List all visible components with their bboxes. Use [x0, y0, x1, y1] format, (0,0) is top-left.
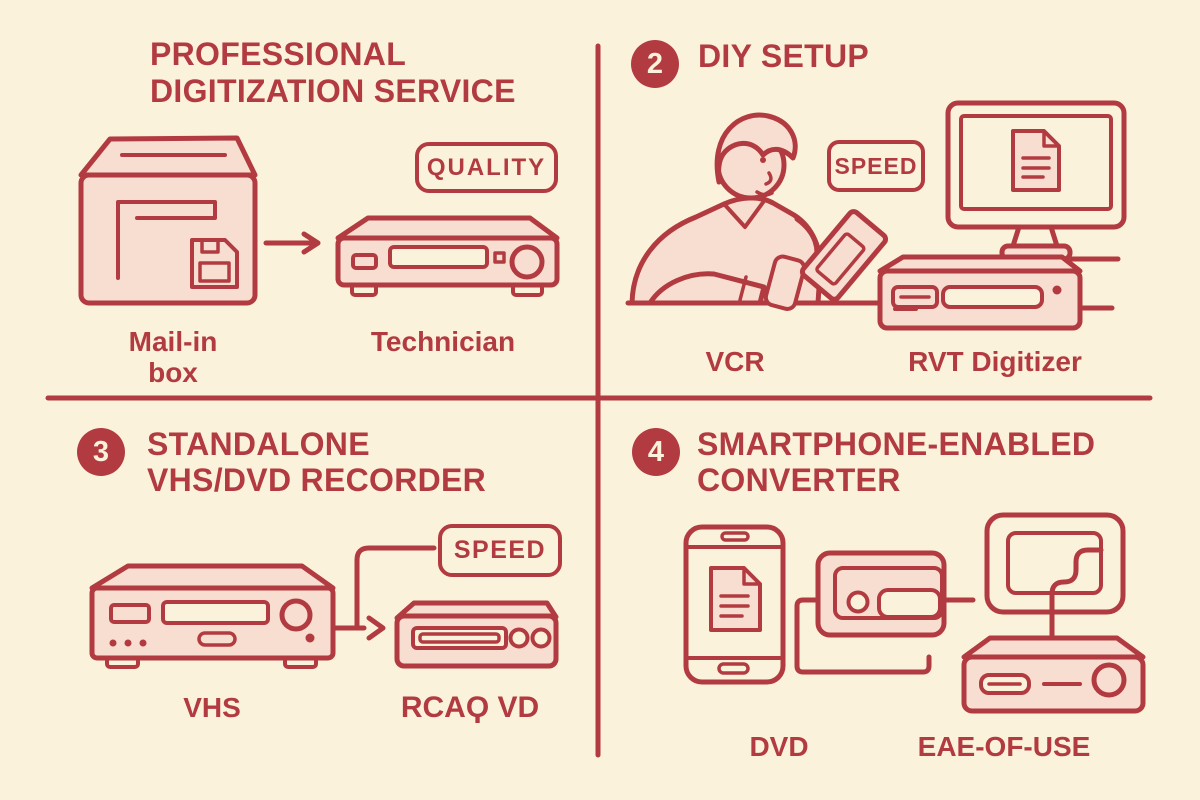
q1-left-label: Mail-in box	[128, 326, 218, 388]
q3-speed-tag-label: SPEED	[453, 536, 547, 564]
vcr-deck-icon	[335, 215, 560, 297]
q2-step-badge: 2	[631, 40, 679, 88]
video-digitizer-icon	[877, 254, 1115, 331]
q2-right-label: RVT Digitizer	[908, 346, 1082, 377]
converter-box-icon	[961, 635, 1146, 714]
divider-lines	[45, 43, 1153, 758]
q3-speed-tag: SPEED	[438, 524, 562, 577]
q4-right-label: EAE-OF-USE	[917, 731, 1091, 762]
q3-step-badge: 3	[77, 428, 125, 476]
capture-converter-icon	[815, 550, 976, 638]
q4-title: SMARTPHONE-ENABLED CONVERTER	[697, 426, 1096, 498]
q4-step-badge: 4	[632, 428, 680, 476]
q1-quality-tag: QUALITY	[415, 142, 558, 193]
dvd-recorder-icon	[394, 600, 559, 669]
q1-title: PROFESSIONAL DIGITIZATION SERVICE	[150, 36, 516, 109]
q2-left-label: VCR	[705, 346, 765, 377]
flow-connector-arrow	[330, 545, 437, 641]
mail-in-box-icon	[78, 135, 258, 306]
person-holding-vhs-tape-icon	[629, 112, 889, 311]
q4-left-label: DVD	[749, 731, 809, 762]
q2-speed-tag-label: SPEED	[834, 152, 918, 179]
q1-right-label: Technician	[370, 326, 516, 357]
q3-right-label: RCAϘ VD	[400, 691, 540, 724]
q1-quality-tag-label: QUALITY	[426, 153, 547, 181]
cable-icon	[794, 597, 932, 675]
q3-left-label: VHS	[183, 692, 241, 723]
q3-title: STANDALONE VHS/DVD RECORDER	[147, 426, 487, 498]
computer-monitor-icon	[945, 100, 1127, 262]
arrow-right-icon	[263, 231, 321, 255]
vhs-player-icon	[89, 563, 336, 669]
q2-title: DIY SETUP	[698, 38, 870, 74]
smartphone-icon	[683, 524, 786, 685]
wall-display-icon	[984, 512, 1126, 641]
q2-speed-tag: SPEED	[827, 140, 925, 192]
